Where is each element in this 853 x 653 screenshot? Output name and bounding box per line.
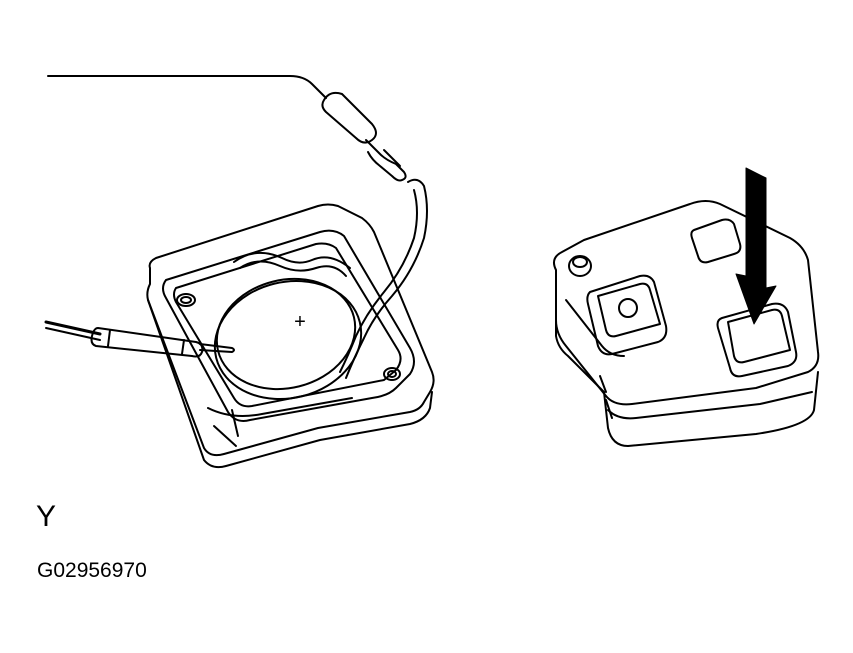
module-base-line-2 [599, 375, 613, 419]
module-top-face [553, 200, 820, 406]
module-side-wall [555, 319, 819, 447]
switch-button-left [586, 274, 668, 356]
lead-clip-nose [365, 139, 407, 182]
switch-button-left-hole [618, 298, 638, 318]
alignment-peg-top [572, 256, 588, 268]
lead-wire-top [47, 75, 327, 99]
callout-label: Y [36, 500, 57, 533]
coin-battery [215, 277, 357, 391]
battery-holder-clip [233, 251, 351, 269]
module-step-edge [565, 299, 625, 357]
battery-plus-marking: + [294, 311, 306, 333]
tester-lead-positive [47, 75, 428, 379]
probe-ferrule [107, 329, 185, 355]
tester-lead-negative [44, 320, 235, 358]
module-base-line [607, 391, 813, 420]
lead-clip-body [321, 91, 377, 144]
switch-button-right [716, 302, 798, 378]
case-lower-lip [147, 299, 433, 469]
screw-hole-left-inner [180, 296, 192, 304]
probe-wire [44, 320, 102, 336]
screw-hole-right [383, 367, 401, 381]
switch-module [553, 200, 820, 447]
probe-tip [199, 343, 235, 353]
transmitter-case-assembly [146, 203, 435, 469]
down-arrow-icon [735, 167, 777, 325]
case-groove-lower [207, 397, 353, 417]
coin-battery-edge [213, 279, 363, 401]
screw-hole-left [176, 293, 196, 307]
switch-button-left-top [597, 282, 661, 338]
lead-clip-jaw [383, 149, 401, 167]
case-inner-rim [162, 229, 415, 422]
case-groove-lower-2 [213, 409, 239, 447]
lead-wire-down-edge [339, 189, 418, 373]
press-arrow [735, 167, 777, 325]
probe-handle [90, 327, 204, 358]
figure-code: G02956970 [37, 559, 147, 582]
switch-button-right-top [727, 308, 791, 364]
case-outer-outline [146, 203, 435, 457]
module-window [690, 218, 742, 264]
case-inner-floor [173, 242, 402, 408]
lead-wire-down [345, 178, 428, 379]
screw-hole-right-inner [387, 370, 397, 378]
battery-holder-clip-edge [239, 260, 347, 277]
